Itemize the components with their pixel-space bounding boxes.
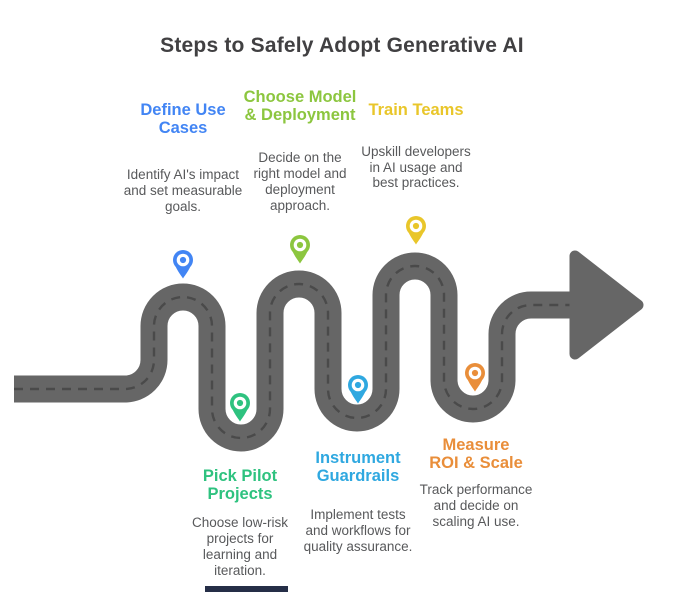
step-description: Track performance and decide on scaling … <box>419 482 533 530</box>
teal-location-pin-icon <box>230 393 250 422</box>
arrow-head-icon <box>575 256 638 354</box>
step-block-choose-model-deployment: Choose Model & Deployment Decide on the … <box>235 88 365 214</box>
step-block-instrument-guardrails: Instrument Guardrails Implement tests an… <box>293 449 423 555</box>
page-title: Steps to Safely Adopt Generative AI <box>160 34 524 57</box>
step-description: Upskill developers in AI usage and best … <box>361 143 471 191</box>
step-heading: Train Teams <box>368 101 464 119</box>
orange-location-pin-icon <box>465 363 485 392</box>
road-path <box>14 252 577 452</box>
step-heading: Pick Pilot Projects <box>202 467 278 503</box>
step-block-pick-pilot-projects: Pick Pilot Projects Choose low-risk proj… <box>180 467 300 579</box>
step-block-define-use-cases: Define Use Cases Identify AI's impact an… <box>113 101 253 215</box>
step-block-measure-roi-scale: Measure ROI & Scale Track performance an… <box>411 436 541 530</box>
step-description: Choose low-risk projects for learning an… <box>191 515 289 579</box>
step-description: Decide on the right model and deployment… <box>253 150 347 214</box>
step-heading: Instrument Guardrails <box>315 449 401 485</box>
arrow-head-outline <box>569 250 644 360</box>
blue-location-pin-icon <box>173 250 193 279</box>
road-dashed-centerline <box>14 264 577 440</box>
step-heading: Choose Model & Deployment <box>243 88 357 124</box>
cyan-location-pin-icon <box>348 375 368 404</box>
yellow-location-pin-icon <box>406 216 426 245</box>
step-description: Implement tests and workflows for qualit… <box>303 507 413 555</box>
step-heading: Measure ROI & Scale <box>429 436 523 472</box>
step-heading: Define Use Cases <box>140 101 226 137</box>
cropped-footer-bar <box>205 586 288 592</box>
step-description: Identify AI's impact and set measurable … <box>123 167 243 215</box>
step-block-train-teams: Train Teams Upskill developers in AI usa… <box>353 101 479 191</box>
green-location-pin-icon <box>290 235 310 264</box>
